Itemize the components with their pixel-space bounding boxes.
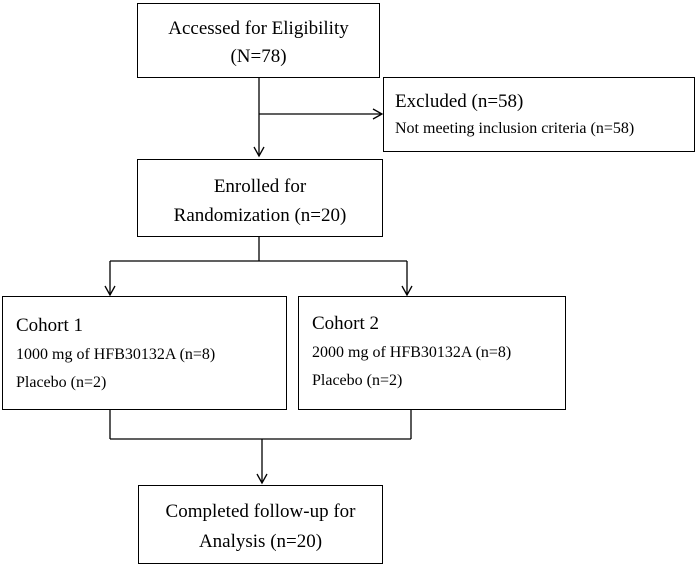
cohort1-dose: 1000 mg of HFB30132A (n=8) — [16, 346, 216, 363]
excluded-detail: Not meeting inclusion criteria (n=58) — [395, 120, 635, 137]
cohort2-placebo: Placebo (n=2) — [312, 372, 403, 389]
cohort1-box: Cohort 1 1000 mg of HFB30132A (n=8) Plac… — [2, 296, 287, 410]
cohort1-placebo: Placebo (n=2) — [16, 374, 107, 391]
cohort2-dose: 2000 mg of HFB30132A (n=8) — [312, 344, 512, 361]
excluded-box: Excluded (n=58) Not meeting inclusion cr… — [383, 77, 695, 152]
cohort2-box: Cohort 2 2000 mg of HFB30132A (n=8) Plac… — [298, 296, 566, 410]
completed-title: Completed follow-up for — [165, 501, 356, 522]
excluded-title: Excluded (n=58) — [395, 91, 524, 112]
eligibility-count: (N=78) — [230, 46, 287, 67]
enrolled-title: Enrolled for — [213, 176, 307, 197]
eligibility-box: Accessed for Eligibility (N=78) — [137, 3, 380, 78]
cohort1-title: Cohort 1 — [16, 315, 84, 336]
completed-box: Completed follow-up for Analysis (n=20) — [138, 485, 383, 564]
eligibility-title: Accessed for Eligibility — [168, 18, 349, 39]
enrolled-count: Randomization (n=20) — [173, 205, 347, 226]
cohort2-title: Cohort 2 — [312, 313, 380, 334]
completed-count: Analysis (n=20) — [198, 531, 323, 552]
enrolled-box: Enrolled for Randomization (n=20) — [137, 159, 383, 237]
